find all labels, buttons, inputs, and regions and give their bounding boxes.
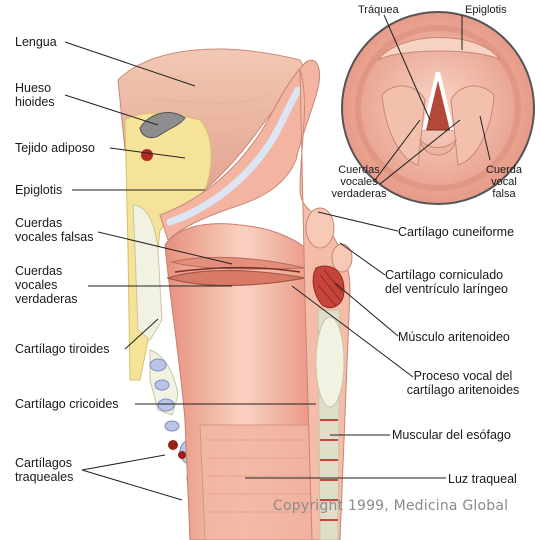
inset-label-traquea: Tráquea [358,4,399,16]
tracheal-blood-spots [168,440,186,459]
vocal-process-shape [315,316,345,408]
inset-label-cuerda-vocal-falsa: Cuerda vocal falsa [485,164,523,200]
adipose-spot [141,149,153,161]
trachea-lower-section [199,424,319,540]
esophagus-muscle-fibers [320,419,338,521]
label-luz-traqueal: Luz traqueal [448,472,517,486]
laryngoscope-inset [338,8,538,208]
label-epiglotis: Epiglotis [15,183,63,197]
epiglottis-cartilage-strip [166,86,302,226]
label-hueso-hioides: Hueso hioides [15,81,55,109]
inset-label-epiglotis: Epiglotis [465,4,507,16]
label-proceso-vocal: Proceso vocal del cartílago aritenoides [406,369,520,397]
label-lengua: Lengua [15,35,57,49]
copyright-text: Copyright 1999, Medicina Global [273,498,509,514]
inset-true-folds [422,71,454,131]
inset-false-fold-right [450,85,495,166]
hyoid-bone-shape [139,112,186,139]
label-muscular-esofago: Muscular del esófago [392,428,511,442]
inset-label-cuerdas-vocales-verdaderas: Cuerdas vocales verdaderas [331,164,387,200]
trachea-ridges [205,439,318,513]
label-tejido-adiposo: Tejido adiposo [15,141,95,155]
arytenoid-muscle-fibers [317,269,343,307]
label-musculo-aritenoideo: Músculo aritenoideo [398,330,510,344]
epiglottis-shape [159,59,320,241]
inset-false-fold-left [381,85,426,166]
glottis-slit [174,266,301,273]
label-cartilago-tiroides: Cartílago tiroides [15,342,110,356]
label-cartilago-cricoides: Cartílago cricoides [15,397,119,411]
inset-epiglottis-arc [377,37,501,61]
corniculate-cartilage-shape [331,243,353,273]
label-cartilago-corniculado: Cartílago corniculado del ventrículo lar… [385,268,508,296]
label-cuerdas-vocales-verdaderas: Cuerdas vocales verdaderas [15,264,78,306]
label-cartilago-cuneiforme: Cartílago cuneiforme [398,225,515,239]
cuneiform-cartilage-shape [305,207,335,249]
inset-arytenoids [419,138,457,156]
label-cartilagos-traqueales: Cartílagos traqueales [15,456,74,484]
label-cuerdas-vocales-falsas: Cuerdas vocales falsas [15,216,94,244]
thyroid-cartilage-shape [132,204,163,341]
leader-lines [64,14,491,501]
